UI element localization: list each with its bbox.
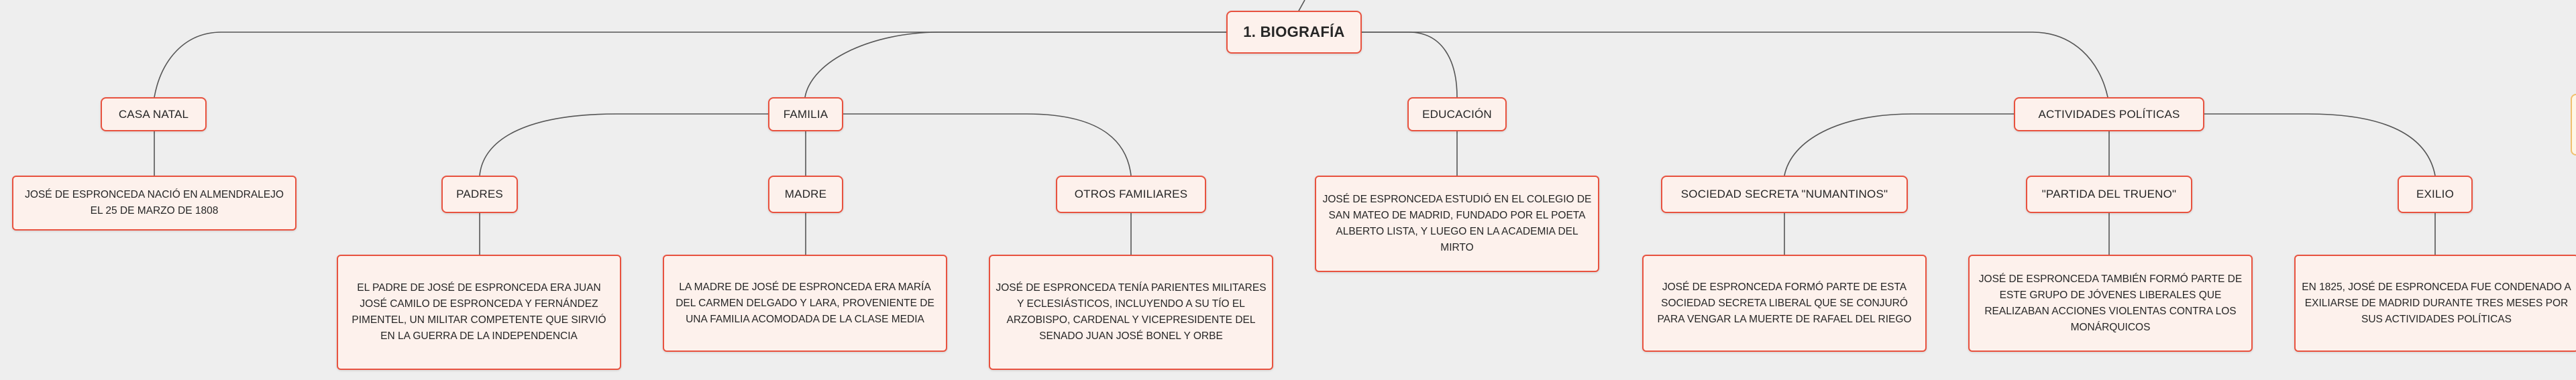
topic-sociedad-numantinos[interactable]: SOCIEDAD SECRETA "NUMANTINOS" (1661, 176, 1908, 213)
topic-actividades-politicas-label: ACTIVIDADES POLÍTICAS (2038, 107, 2180, 121)
connector-root-casa-natal (154, 31, 1226, 98)
topic-padres-label: PADRES (456, 188, 503, 200)
subtopic-trueno-content: JOSÉ DE ESPRONCEDA TAMBIÉN FORMÓ PARTE D… (1978, 273, 2243, 333)
topic-familia[interactable]: FAMILIA (768, 97, 843, 131)
topic-padres[interactable]: PADRES (441, 176, 518, 213)
offscreen-topic-edge[interactable] (2571, 94, 2576, 155)
subtopic-numantinos-content: JOSÉ DE ESPRONCEDA FORMÓ PARTE DE ESTA S… (1657, 281, 1912, 325)
subtopic-trueno-text[interactable]: JOSÉ DE ESPRONCEDA TAMBIÉN FORMÓ PARTE D… (1968, 255, 2253, 352)
connector-actividades-numantinos (1784, 113, 2014, 176)
subtopic-casa-natal-text[interactable]: JOSÉ DE ESPRONCEDA NACIÓ EN ALMENDRALEJO… (12, 176, 297, 231)
topic-otros-familiares-label: OTROS FAMILIARES (1074, 188, 1188, 200)
connector-actividades-exilio (2204, 113, 2436, 176)
topic-actividades-politicas[interactable]: ACTIVIDADES POLÍTICAS (2014, 97, 2204, 131)
connector-familia-padres (479, 113, 768, 176)
topic-educacion-label: EDUCACIÓN (1422, 107, 1492, 121)
topic-casa-natal[interactable]: CASA NATAL (101, 97, 207, 131)
topic-familia-label: FAMILIA (783, 107, 828, 121)
subtopic-numantinos-text[interactable]: JOSÉ DE ESPRONCEDA FORMÓ PARTE DE ESTA S… (1642, 255, 1927, 352)
subtopic-educacion-text[interactable]: JOSÉ DE ESPRONCEDA ESTUDIÓ EN EL COLEGIO… (1315, 176, 1599, 272)
root-topic-label: 1. BIOGRAFÍA (1243, 23, 1345, 40)
subtopic-educacion-content: JOSÉ DE ESPRONCEDA ESTUDIÓ EN EL COLEGIO… (1322, 194, 1592, 253)
subtopic-exilio-content: EN 1825, JOSÉ DE ESPRONCEDA FUE CONDENAD… (2302, 281, 2571, 325)
connector-root-familia (804, 31, 1226, 98)
subtopic-madre-text[interactable]: LA MADRE DE JOSÉ DE ESPRONCEDA ERA MARÍA… (663, 255, 947, 352)
topic-casa-natal-label: CASA NATAL (118, 107, 189, 121)
subtopic-otros-familiares-text[interactable]: JOSÉ DE ESPRONCEDA TENÍA PARIENTES MILIT… (989, 255, 1273, 370)
subtopic-padres-content: EL PADRE DE JOSÉ DE ESPRONCEDA ERA JUAN … (352, 282, 606, 342)
root-topic-biografia[interactable]: 1. BIOGRAFÍA (1226, 11, 1362, 54)
connector-familia-otros (843, 113, 1132, 176)
topic-partida-del-trueno-label: "PARTIDA DEL TRUENO" (2041, 188, 2177, 200)
subtopic-otros-familiares-content: JOSÉ DE ESPRONCEDA TENÍA PARIENTES MILIT… (996, 282, 1267, 342)
topic-sociedad-numantinos-label: SOCIEDAD SECRETA "NUMANTINOS" (1680, 188, 1888, 200)
connector-root-actividades (1362, 31, 2108, 98)
topic-partida-del-trueno[interactable]: "PARTIDA DEL TRUENO" (2026, 176, 2192, 213)
connector-root-parent (1297, 0, 1305, 13)
topic-educacion[interactable]: EDUCACIÓN (1407, 97, 1507, 131)
topic-otros-familiares[interactable]: OTROS FAMILIARES (1056, 176, 1206, 213)
subtopic-madre-content: LA MADRE DE JOSÉ DE ESPRONCEDA ERA MARÍA… (676, 281, 934, 325)
subtopic-casa-natal-content: JOSÉ DE ESPRONCEDA NACIÓ EN ALMENDRALEJO… (25, 189, 284, 216)
subtopic-padres-text[interactable]: EL PADRE DE JOSÉ DE ESPRONCEDA ERA JUAN … (337, 255, 621, 370)
topic-exilio-label: EXILIO (2416, 188, 2454, 200)
subtopic-exilio-text[interactable]: EN 1825, JOSÉ DE ESPRONCEDA FUE CONDENAD… (2294, 255, 2576, 352)
topic-madre[interactable]: MADRE (768, 176, 843, 213)
topic-exilio[interactable]: EXILIO (2398, 176, 2473, 213)
connector-root-educacion (1362, 31, 1458, 98)
topic-madre-label: MADRE (784, 188, 827, 200)
